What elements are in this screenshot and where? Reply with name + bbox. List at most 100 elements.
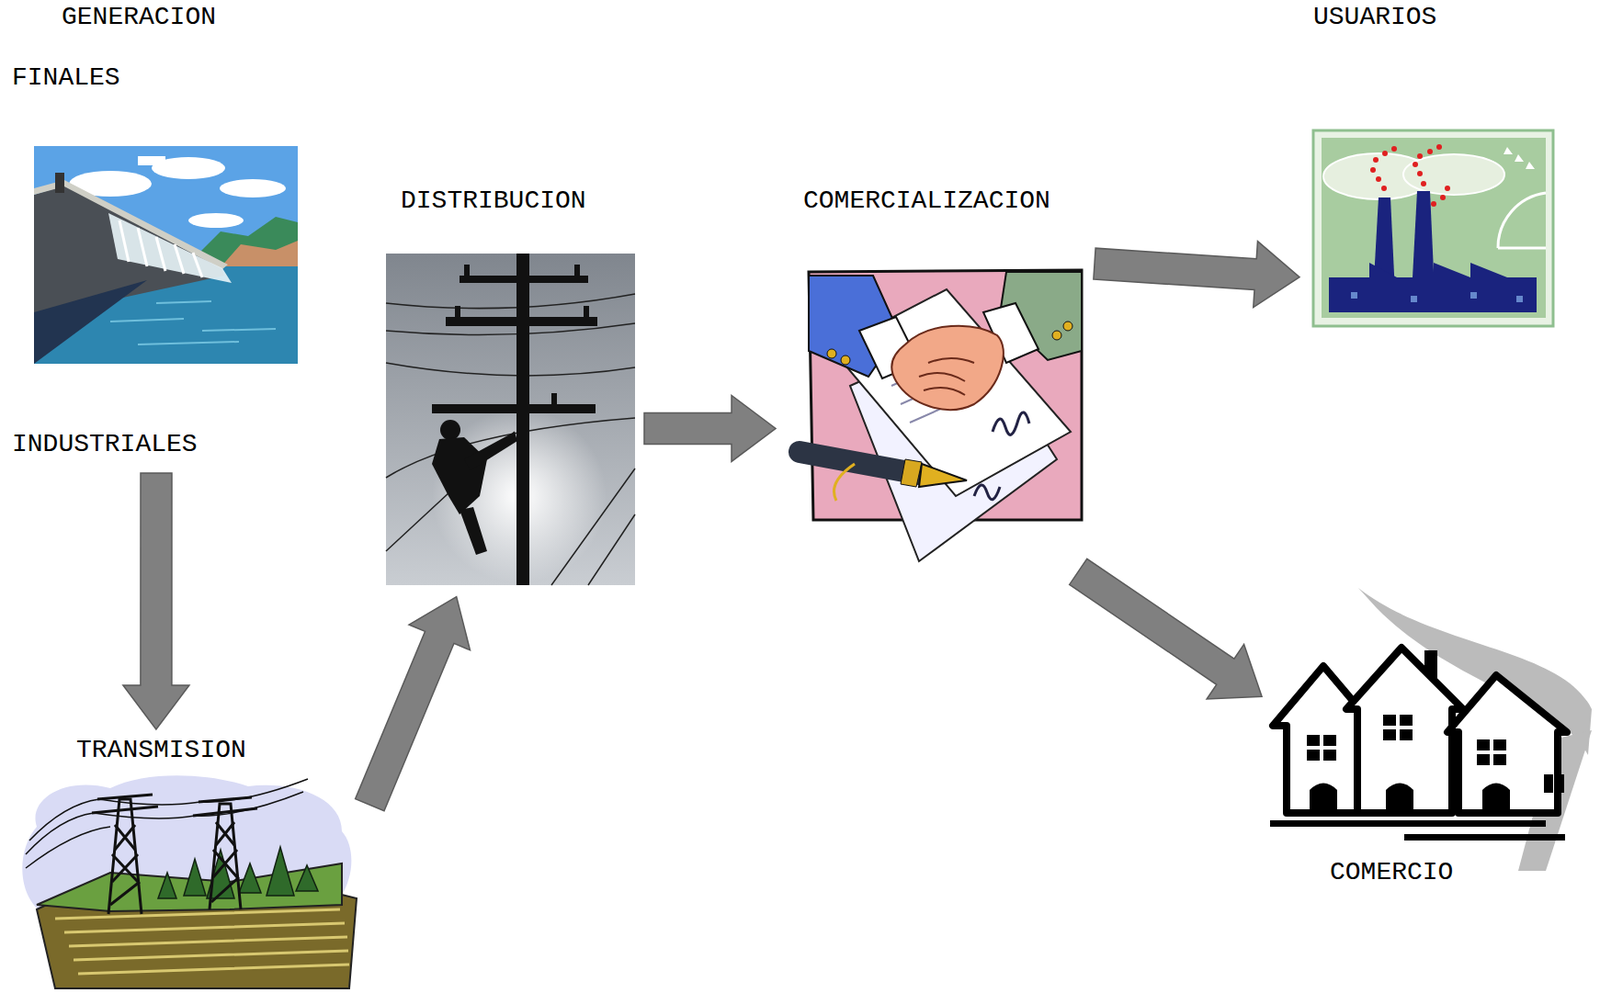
houses-illustration (1306, 749, 1320, 761)
distribution-photo (431, 404, 596, 414)
factory-illustration (1403, 154, 1505, 195)
dam-illustration (119, 220, 203, 278)
contract-illustration (840, 355, 851, 365)
houses-illustration (1493, 739, 1507, 751)
contract-illustration (992, 412, 1030, 435)
factory-illustration (1321, 137, 1546, 318)
houses-illustration (1323, 735, 1337, 747)
dam-illustration (34, 146, 298, 364)
distribution-photo (459, 507, 488, 556)
factory-illustration (1382, 150, 1388, 157)
houses-illustration (1476, 739, 1490, 751)
contract-illustration (974, 485, 1000, 500)
dam-illustration (110, 301, 276, 345)
dam-illustration (34, 280, 148, 364)
factory-illustration (1503, 147, 1535, 170)
factory-illustration (1328, 262, 1537, 313)
houses-illustration (1399, 714, 1413, 727)
transmission-stage: TRANSMISION (9, 735, 368, 993)
distribution-photo (464, 431, 518, 471)
factory-illustration (1373, 157, 1379, 163)
commercial-user: COMERCIO (1266, 578, 1596, 900)
factory-illustration (1430, 201, 1437, 207)
houses-illustration (1383, 714, 1396, 727)
houses-illustration (1554, 774, 1565, 794)
transmission-illustration (192, 797, 258, 817)
factory-illustration (1444, 185, 1451, 192)
contract-illustration (808, 270, 1082, 521)
distribution-photo (583, 306, 590, 319)
houses-illustration (1493, 754, 1507, 766)
stage-label: DISTRIBUCION (400, 185, 587, 217)
transmission-illustration (158, 873, 177, 899)
contract-illustration (799, 270, 1082, 562)
dam-illustration (137, 156, 166, 166)
houses-illustration (1270, 588, 1592, 872)
transmission-illustration (209, 804, 241, 910)
factory-illustration (1370, 167, 1376, 173)
block-arrow (123, 473, 190, 730)
block-arrow (644, 395, 776, 462)
industrial-user: USUARIOS (1304, 0, 1563, 335)
factory-illustration (1313, 130, 1554, 327)
contract-illustration (891, 326, 1004, 410)
distribution-photo (454, 306, 461, 319)
dam-illustration (108, 213, 232, 284)
commercialization-stage: COMERCIALIZACION (781, 183, 1090, 569)
dam-illustration (55, 172, 65, 193)
houses-illustration (1399, 729, 1413, 741)
factory-illustration (1410, 295, 1418, 303)
distribution-photo (574, 264, 580, 278)
distribution-photo (385, 253, 636, 586)
stage-label: COMERCIO (1329, 857, 1453, 889)
factory-illustration (1370, 144, 1451, 207)
generation-stage: GENERACIONFINALESINDUSTRIALES (9, 0, 304, 468)
factory-illustration (1391, 146, 1397, 152)
distribution-stage: DISTRIBUCION (381, 183, 639, 592)
factory-illustration (1375, 176, 1382, 182)
factory-illustration (1427, 148, 1433, 155)
stage-label: TRANSMISION (76, 735, 247, 767)
contract-illustration (919, 358, 975, 396)
transmission-illustration (22, 775, 357, 989)
contract-illustration (799, 452, 920, 475)
houses-illustration (1543, 774, 1554, 794)
factory-illustration (1436, 144, 1442, 150)
contract-illustration (1052, 330, 1062, 341)
transmission-illustration (266, 847, 295, 897)
factory-illustration (1440, 194, 1446, 201)
transmission-illustration (22, 775, 352, 920)
block-arrow (1093, 241, 1300, 308)
distribution-photo (459, 275, 589, 284)
block-arrow (1069, 558, 1262, 700)
factory-illustration (1313, 130, 1554, 327)
houses-illustration (1323, 749, 1337, 761)
distribution-photo (551, 393, 557, 407)
contract-illustration (1063, 321, 1073, 331)
factory-illustration (1516, 295, 1523, 303)
factory-illustration (1381, 185, 1387, 192)
dam-illustration (219, 179, 286, 198)
houses-illustration (1270, 714, 1566, 841)
factory-illustration (1417, 153, 1423, 159)
houses-illustration (1385, 783, 1414, 815)
factory-illustration (1470, 292, 1477, 299)
stage-label: COMERCIALIZACION (803, 185, 1051, 217)
houses-illustration (1309, 783, 1338, 815)
distribution-photo (440, 419, 461, 441)
contract-illustration (834, 464, 856, 501)
factory-illustration (1412, 161, 1419, 168)
stage-label: INDUSTRIALES (11, 429, 198, 461)
factory-illustration (1417, 170, 1423, 177)
houses-illustration (1270, 820, 1546, 828)
factory-illustration (1497, 192, 1546, 249)
transmission-illustration (183, 859, 206, 897)
houses-illustration (1383, 729, 1396, 741)
distribution-photo (516, 253, 530, 586)
stage-label: GENERACION (61, 1, 216, 34)
houses-illustration (1476, 754, 1490, 766)
houses-illustration (1404, 834, 1566, 841)
